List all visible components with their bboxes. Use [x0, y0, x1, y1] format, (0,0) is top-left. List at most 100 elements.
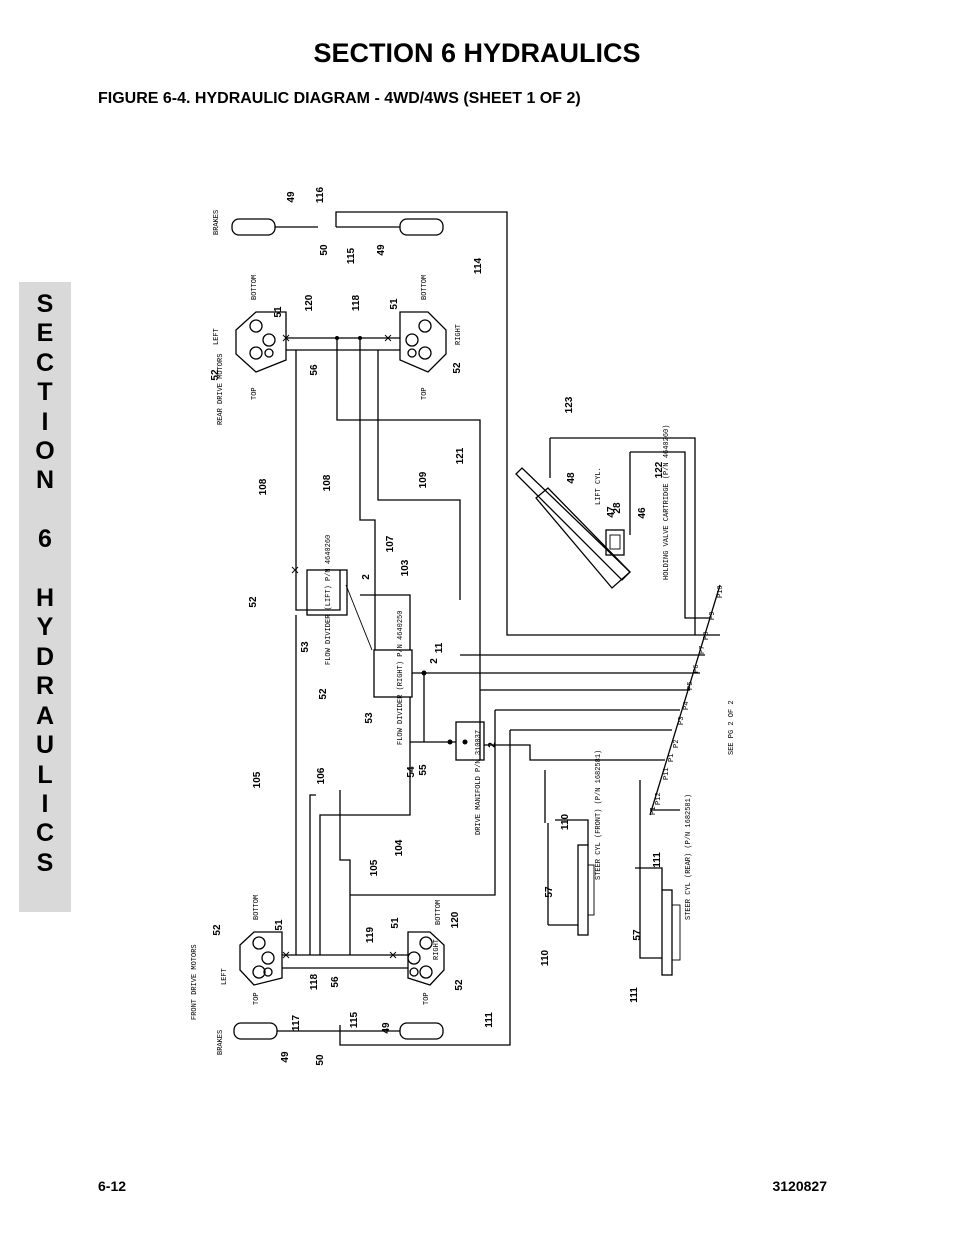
callout-52: 52: [248, 596, 259, 608]
left-front-label: LEFT: [221, 968, 229, 985]
callout-2: 2: [429, 658, 440, 664]
rear-right-brake: [399, 218, 444, 236]
callout-110: 110: [560, 813, 571, 830]
rear-right-drive-motor: [399, 311, 447, 373]
port-label-p11: P11: [663, 767, 671, 780]
callout-118: 118: [351, 294, 362, 311]
section-title: SECTION 6 HYDRAULICS: [313, 38, 641, 68]
callout-51: 51: [389, 298, 400, 310]
port-label-p10: P10: [717, 585, 725, 598]
callout-109: 109: [418, 471, 429, 488]
flow-divider-right: [373, 649, 413, 698]
callout-120: 120: [304, 294, 315, 311]
port-label-p1: P1: [650, 807, 658, 815]
port-label-p6: P6: [693, 665, 701, 673]
callout-57: 57: [632, 929, 643, 941]
callout-52: 52: [212, 924, 223, 936]
top-front-left-label: TOP: [253, 992, 261, 1005]
right-front-label: RIGHT: [433, 939, 441, 960]
callout-110: 110: [540, 949, 551, 966]
port-label-p7: P7: [699, 646, 707, 654]
front-drive-motors-label: FRONT DRIVE MOTORS: [191, 944, 199, 1020]
callout-56: 56: [309, 364, 320, 376]
front-left-brake: [233, 1022, 278, 1040]
callout-105: 105: [369, 859, 380, 876]
port-label-p5: P5: [687, 682, 695, 690]
callout-51: 51: [274, 919, 285, 931]
callout-53: 53: [364, 712, 375, 724]
callout-2: 2: [487, 742, 498, 748]
top-rear-left-label: TOP: [251, 387, 259, 400]
callout-111: 111: [652, 852, 663, 868]
port-label-p1: P1: [668, 754, 676, 762]
rear-drive-motors-label: REAR DRIVE MOTORS: [217, 354, 225, 425]
callout-2: 2: [361, 574, 372, 580]
bottom-front-right-label: BOTTOM: [435, 900, 443, 925]
callout-106: 106: [316, 767, 327, 784]
callout-117: 117: [291, 1014, 302, 1031]
callout-103: 103: [400, 559, 411, 576]
callout-54: 54: [406, 766, 417, 778]
callout-121: 121: [455, 447, 466, 464]
callout-108: 108: [258, 478, 269, 495]
callout-51: 51: [273, 306, 284, 318]
callout-111: 111: [629, 987, 640, 1003]
holding-valve-label: HOLDING VALVE CARTRIDGE (P/N 4640260): [663, 425, 671, 580]
rear-left-brake: [231, 218, 276, 236]
port-label-p4: P4: [683, 702, 691, 710]
callout-50: 50: [319, 244, 330, 256]
callout-52: 52: [210, 369, 221, 381]
port-label-p3: P3: [678, 717, 686, 725]
callout-51: 51: [390, 917, 401, 929]
lift-cyl-label: LIFT CYL.: [595, 467, 603, 505]
brakes-front-label: BRAKES: [217, 1030, 225, 1055]
lift-cylinder: [515, 467, 631, 589]
steer-cylinder-front: [577, 844, 595, 936]
callout-118: 118: [309, 973, 320, 990]
figure-title: FIGURE 6-4. HYDRAULIC DIAGRAM - 4WD/4WS …: [98, 90, 581, 107]
callout-28: 28: [612, 502, 623, 514]
see-pg-label: SEE PG 2 OF 2: [728, 700, 736, 755]
callout-119: 119: [365, 926, 376, 943]
callout-115: 115: [349, 1011, 360, 1028]
port-label-p2: P2: [673, 740, 681, 748]
top-front-right-label: TOP: [423, 992, 431, 1005]
callout-105: 105: [252, 771, 263, 788]
document-number: 3120827: [772, 1178, 827, 1194]
top-rear-right-label: TOP: [421, 387, 429, 400]
callout-120: 120: [450, 911, 461, 928]
front-right-brake: [399, 1022, 444, 1040]
right-rear-label: RIGHT: [455, 324, 463, 345]
callout-46: 46: [637, 507, 648, 519]
side-tab-text: S E C T I O N 6 H Y D R A U L I C S: [35, 290, 55, 877]
callout-57: 57: [544, 886, 555, 898]
callout-49: 49: [286, 191, 297, 203]
callout-48: 48: [566, 472, 577, 484]
steer-cyl-rear-label: STEER CYL (REAR) (P/N 1682581): [685, 794, 693, 920]
callout-123: 123: [564, 396, 575, 413]
callout-115: 115: [346, 247, 357, 264]
bottom-front-left-label: BOTTOM: [253, 895, 261, 920]
brakes-rear-label: BRAKES: [213, 210, 221, 235]
callout-49: 49: [376, 244, 387, 256]
callout-49: 49: [381, 1022, 392, 1034]
port-label-p8: P8: [703, 632, 711, 640]
callout-111: 111: [484, 1012, 495, 1028]
front-right-drive-motor: [407, 931, 445, 986]
bottom-rear-right-label: BOTTOM: [421, 275, 429, 300]
callout-122: 122: [654, 461, 665, 478]
callout-104: 104: [394, 839, 405, 856]
port-strip: [649, 584, 721, 816]
callout-116: 116: [315, 186, 326, 203]
flow-divider-right-label: FLOW DIVIDER (RIGHT) P/N 4640250: [397, 611, 405, 745]
front-left-drive-motor: [239, 931, 283, 986]
port-label-p9: P9: [709, 612, 717, 620]
callout-107: 107: [385, 535, 396, 552]
callout-50: 50: [315, 1054, 326, 1066]
drive-manifold: [455, 721, 485, 761]
callout-52: 52: [452, 362, 463, 374]
callout-56: 56: [330, 976, 341, 988]
steer-cyl-front-label: STEER CYL (FRONT) (P/N 1682581): [595, 750, 603, 880]
